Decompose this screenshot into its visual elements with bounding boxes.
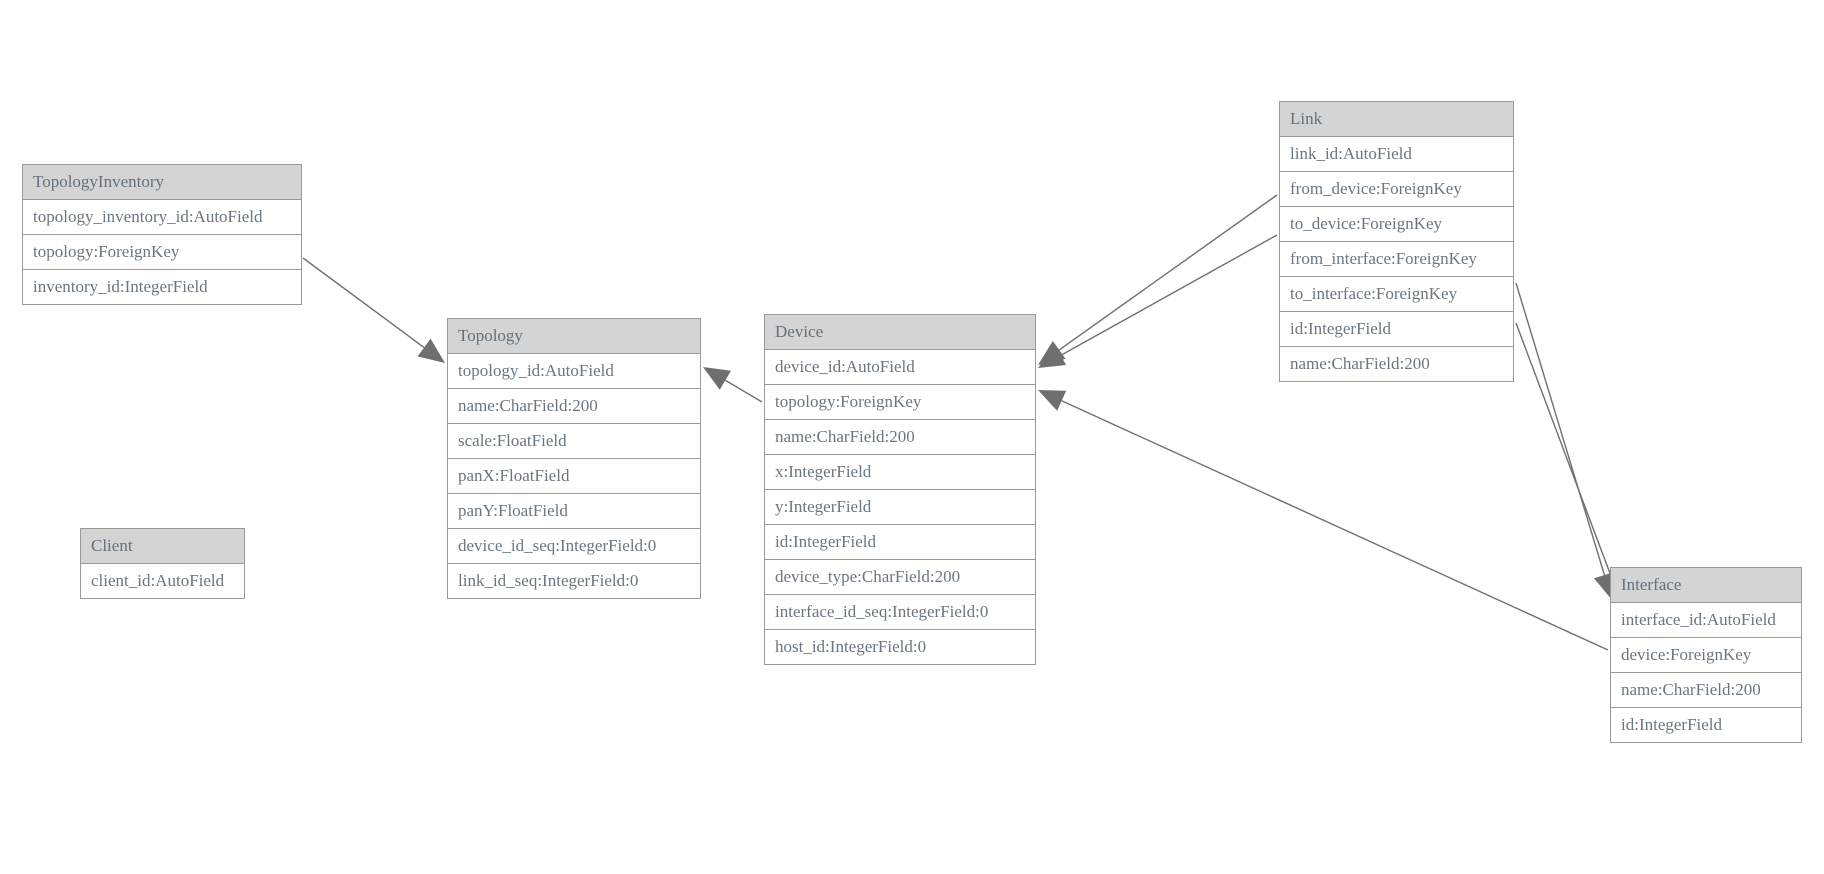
field-row[interactable]: topology:ForeignKey	[23, 235, 301, 270]
field-row[interactable]: interface_id_seq:IntegerField:0	[765, 595, 1035, 630]
field-row[interactable]: device_id_seq:IntegerField:0	[448, 529, 700, 564]
field-row[interactable]: from_interface:ForeignKey	[1280, 242, 1513, 277]
field-row[interactable]: inventory_id:IntegerField	[23, 270, 301, 304]
relationship-link-from-interface-to-interface[interactable]	[1515, 282, 1615, 600]
relationship-link-to-interface-to-interface[interactable]	[1515, 322, 1622, 600]
relationship-arrowhead	[1038, 340, 1066, 365]
field-row[interactable]: topology:ForeignKey	[765, 385, 1035, 420]
field-row[interactable]: link_id:AutoField	[1280, 137, 1513, 172]
relationship-line	[1060, 234, 1278, 356]
field-row[interactable]: host_id:IntegerField:0	[765, 630, 1035, 664]
field-row[interactable]: id:IntegerField	[1280, 312, 1513, 347]
field-row[interactable]: device_id:AutoField	[765, 350, 1035, 385]
entity-title-interface: Interface	[1611, 568, 1801, 603]
field-row[interactable]: device:ForeignKey	[1611, 638, 1801, 673]
relationship-line	[1058, 194, 1278, 351]
field-row[interactable]: scale:FloatField	[448, 424, 700, 459]
field-row[interactable]: to_device:ForeignKey	[1280, 207, 1513, 242]
entity-title-link: Link	[1280, 102, 1513, 137]
field-row[interactable]: interface_id:AutoField	[1611, 603, 1801, 638]
relationship-topologyinventory-to-topology[interactable]	[302, 257, 445, 363]
relationship-link-from-device-to-device[interactable]	[1038, 194, 1278, 365]
relationship-line	[725, 379, 763, 403]
field-row[interactable]: client_id:AutoField	[81, 564, 244, 598]
field-row[interactable]: panY:FloatField	[448, 494, 700, 529]
relationship-link-to-device-to-device[interactable]	[1038, 234, 1278, 368]
field-row[interactable]: from_device:ForeignKey	[1280, 172, 1513, 207]
field-row[interactable]: y:IntegerField	[765, 490, 1035, 525]
field-row[interactable]: name:CharField:200	[1280, 347, 1513, 381]
relationship-arrowhead	[417, 338, 445, 363]
relationship-line	[1515, 282, 1606, 576]
relationship-arrowhead	[1038, 345, 1067, 368]
relationship-line	[1515, 322, 1612, 576]
field-row[interactable]: device_type:CharField:200	[765, 560, 1035, 595]
field-row[interactable]: panX:FloatField	[448, 459, 700, 494]
relationship-line	[302, 257, 425, 349]
field-row[interactable]: link_id_seq:IntegerField:0	[448, 564, 700, 598]
relationship-arrowhead	[703, 367, 731, 390]
field-row[interactable]: id:IntegerField	[765, 525, 1035, 560]
field-row[interactable]: topology_inventory_id:AutoField	[23, 200, 301, 235]
relationship-line	[1061, 400, 1609, 651]
entity-title-topology: Topology	[448, 319, 700, 354]
field-row[interactable]: name:CharField:200	[765, 420, 1035, 455]
field-row[interactable]: x:IntegerField	[765, 455, 1035, 490]
field-row[interactable]: name:CharField:200	[448, 389, 700, 424]
field-row[interactable]: to_interface:ForeignKey	[1280, 277, 1513, 312]
field-row[interactable]: id:IntegerField	[1611, 708, 1801, 742]
relationship-arrowhead	[1038, 390, 1067, 411]
entity-title-device: Device	[765, 315, 1035, 350]
entity-title-topologyinventory: TopologyInventory	[23, 165, 301, 200]
field-row[interactable]: name:CharField:200	[1611, 673, 1801, 708]
field-row[interactable]: topology_id:AutoField	[448, 354, 700, 389]
entity-title-client: Client	[81, 529, 244, 564]
relationship-device-to-topology[interactable]	[703, 367, 763, 403]
entity-fields-client: client_id:AutoField	[81, 564, 244, 598]
relationship-interface-device-to-device[interactable]	[1038, 390, 1609, 651]
